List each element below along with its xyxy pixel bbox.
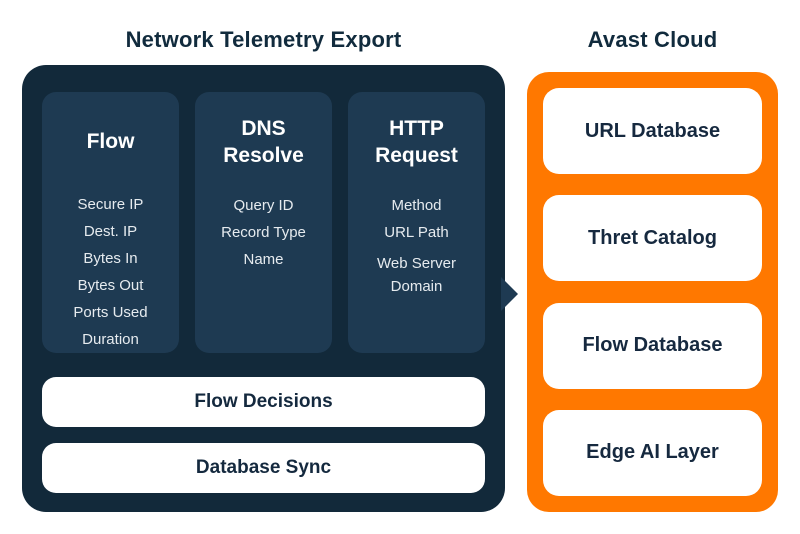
field-item: Bytes Out	[77, 277, 144, 294]
column-http-request-items: Method URL Path Web Server Domain	[356, 192, 477, 298]
column-http-request: HTTP Request Method URL Path Web Server …	[348, 92, 485, 353]
flow-decisions-bar: Flow Decisions	[42, 377, 485, 427]
field-item: Record Type	[221, 224, 306, 241]
column-flow-items: Secure IP Dest. IP Bytes In Bytes Out Po…	[73, 191, 147, 353]
card-thret-catalog: Thret Catalog	[543, 195, 762, 282]
field-item: Bytes In	[83, 250, 138, 267]
column-dns-resolve-title: DNS Resolve	[223, 117, 304, 167]
column-http-request-title: HTTP Request	[375, 117, 458, 167]
card-edge-ai-layer: Edge AI Layer	[543, 409, 762, 496]
telemetry-columns: Flow Secure IP Dest. IP Bytes In Bytes O…	[42, 92, 485, 353]
field-item: Duration	[82, 331, 139, 348]
right-arrow-icon	[501, 277, 518, 311]
telemetry-panel: Flow Secure IP Dest. IP Bytes In Bytes O…	[22, 65, 505, 512]
column-dns-resolve-items: Query ID Record Type Name	[221, 192, 306, 273]
avast-cloud-panel: URL Database Thret Catalog Flow Database…	[527, 72, 778, 512]
avast-cloud-title: Avast Cloud	[587, 27, 718, 52]
column-flow-title: Flow	[86, 130, 135, 153]
field-item: Method	[391, 197, 442, 214]
card-flow-database: Flow Database	[543, 302, 762, 389]
field-item: URL Path	[384, 224, 449, 241]
telemetry-export-title: Network Telemetry Export	[125, 27, 402, 52]
field-item: Name	[243, 251, 284, 268]
field-item: Ports Used	[73, 304, 148, 321]
card-url-database: URL Database	[543, 88, 762, 174]
column-dns-resolve: DNS Resolve Query ID Record Type Name	[195, 92, 332, 353]
field-item: Web Server Domain	[377, 255, 456, 295]
field-item: Dest. IP	[83, 223, 138, 240]
column-flow: Flow Secure IP Dest. IP Bytes In Bytes O…	[42, 92, 179, 353]
field-item: Secure IP	[77, 196, 144, 213]
database-sync-bar: Database Sync	[42, 443, 485, 493]
field-item: Query ID	[233, 197, 294, 214]
